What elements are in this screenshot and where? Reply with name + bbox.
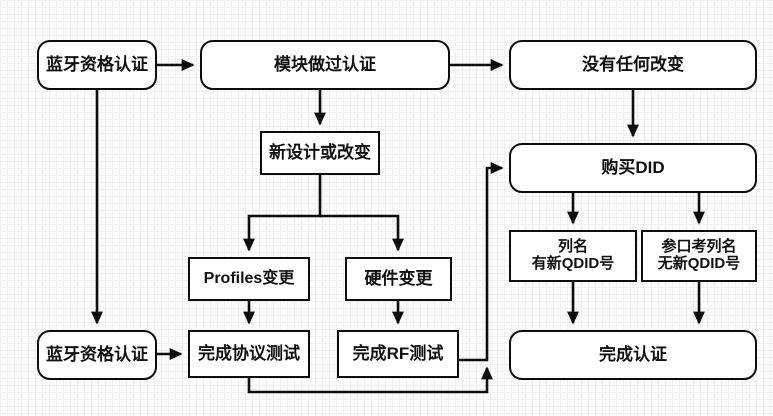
node-profiles-change-label: Profiles变更	[203, 270, 295, 288]
node-buy-did[interactable]: 购买DID	[509, 143, 757, 193]
node-ref-listed-no-qdid[interactable]: 参口考列名 无新QDID号	[641, 230, 757, 282]
node-listed-new-qdid[interactable]: 列名 有新QDID号	[509, 230, 637, 282]
edge-new-design-to-profiles-change	[243, 175, 322, 252]
node-module-certified-label: 模块做过认证	[274, 55, 376, 75]
node-hardware-change-label: 硬件变更	[364, 269, 433, 289]
node-new-design[interactable]: 新设计或改变	[260, 131, 380, 175]
node-rf-test[interactable]: 完成RF测试	[337, 330, 459, 378]
node-cert-complete[interactable]: 完成认证	[509, 330, 757, 380]
node-no-change-label: 没有任何改变	[582, 55, 684, 75]
node-bt-qual-top-label: 蓝牙资格认证	[46, 55, 148, 75]
node-rf-test-label: 完成RF测试	[352, 344, 444, 364]
node-bt-qual-bottom[interactable]: 蓝牙资格认证	[37, 330, 157, 380]
edge-rf-test-to-buy-did	[459, 162, 504, 362]
node-bt-qual-bottom-label: 蓝牙资格认证	[46, 345, 148, 365]
node-hardware-change[interactable]: 硬件变更	[345, 257, 452, 301]
node-protocol-test[interactable]: 完成协议测试	[188, 330, 310, 378]
node-bt-qual-top[interactable]: 蓝牙资格认证	[37, 40, 157, 90]
node-cert-complete-label: 完成认证	[599, 345, 667, 365]
node-new-design-label: 新设计或改变	[269, 143, 371, 163]
node-protocol-test-label: 完成协议测试	[198, 344, 300, 364]
node-ref-listed-no-qdid-label: 参口考列名 无新QDID号	[657, 238, 741, 272]
node-listed-new-qdid-label: 列名 有新QDID号	[531, 238, 615, 272]
node-profiles-change[interactable]: Profiles变更	[188, 257, 310, 301]
node-module-certified[interactable]: 模块做过认证	[200, 40, 450, 90]
node-buy-did-label: 购买DID	[601, 158, 665, 178]
edge-new-design-to-hardware-change	[320, 214, 404, 252]
node-no-change[interactable]: 没有任何改变	[509, 40, 757, 90]
